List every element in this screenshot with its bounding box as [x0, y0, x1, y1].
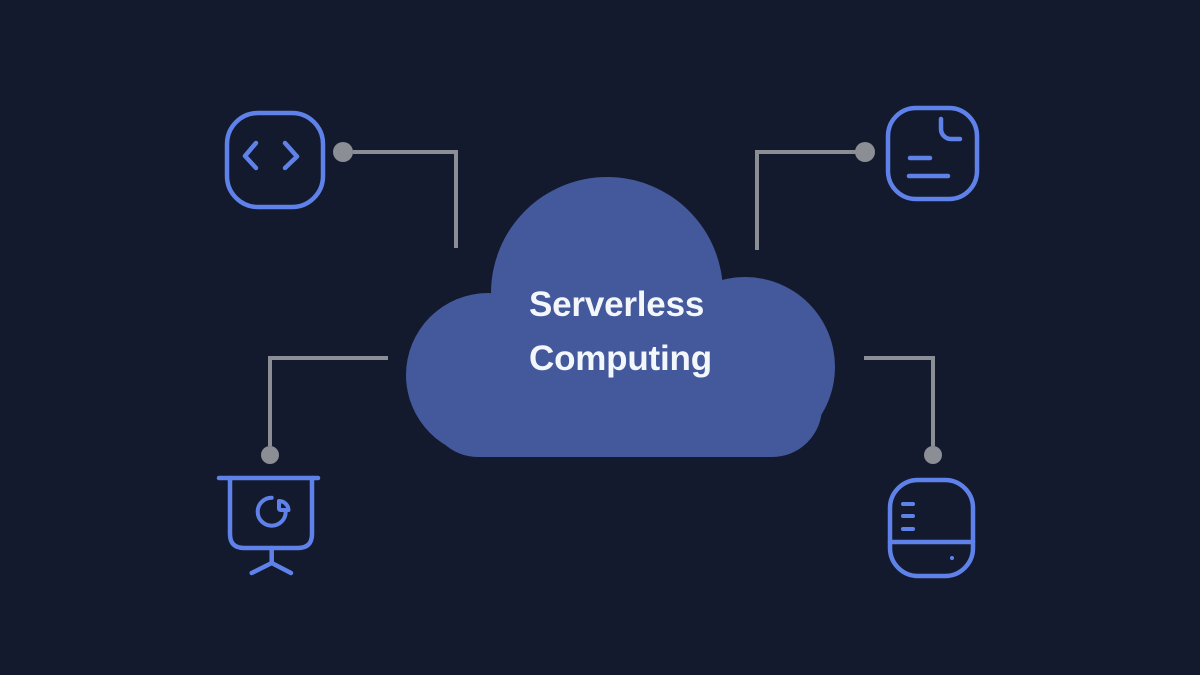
cloud-title-line2: Computing — [529, 339, 712, 378]
pie-slice-glyph — [277, 498, 291, 512]
connector-dot — [333, 142, 353, 162]
connector-dot — [261, 446, 279, 464]
pie-chart-glyph — [255, 495, 288, 528]
server-led-dot — [950, 556, 954, 560]
cloud-title-line1: Serverless — [529, 285, 705, 324]
cloud-shape — [406, 177, 835, 457]
connector-line — [353, 150, 458, 248]
connector-line — [268, 356, 388, 446]
document-icon — [885, 105, 980, 202]
code-icon — [224, 110, 326, 210]
cloud-title: Serverless Computing — [529, 278, 712, 386]
connector-bottom-left — [261, 356, 388, 464]
connector-bottom-right — [864, 356, 942, 464]
connector-line — [755, 150, 856, 250]
connector-dot — [924, 446, 942, 464]
presentation-chart-icon — [216, 475, 321, 576]
connector-top-right — [755, 142, 875, 250]
connector-top-left — [333, 142, 458, 248]
server-icon — [887, 477, 976, 579]
connector-dot — [855, 142, 875, 162]
connector-line — [864, 356, 935, 446]
